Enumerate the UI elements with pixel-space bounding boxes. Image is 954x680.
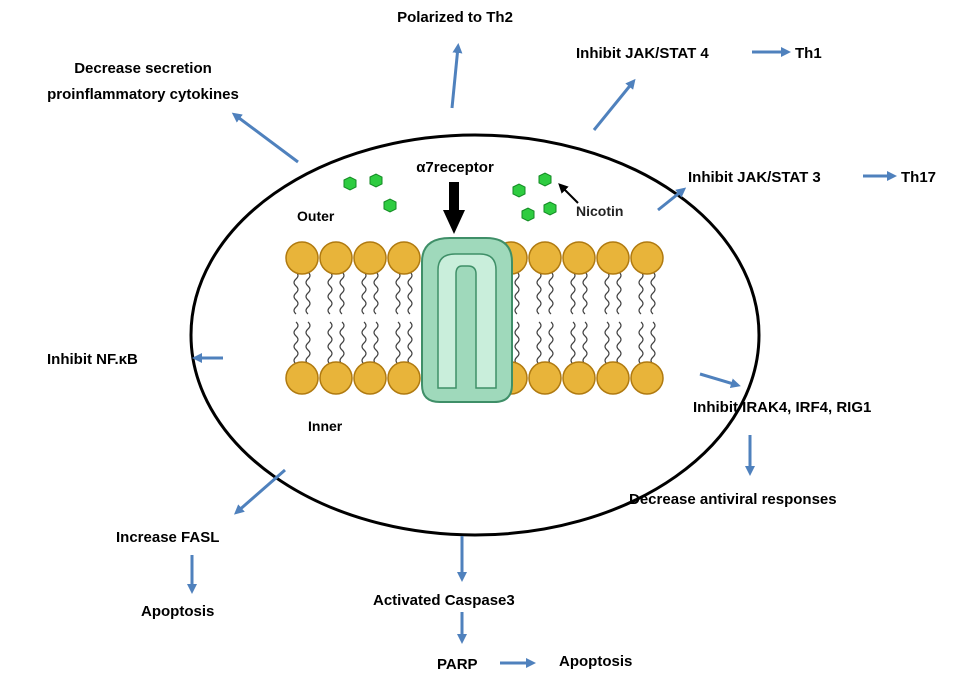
lipid-head	[630, 241, 664, 275]
lipid-tail	[361, 321, 367, 365]
lipid-head	[285, 361, 319, 395]
nicotine-label: Nicotin	[576, 203, 623, 219]
receptor-down-arrow	[443, 182, 465, 234]
arrow-to-jak-stat3	[657, 187, 687, 212]
lipid-tail	[570, 321, 576, 365]
fasl-label: Increase FASL	[116, 529, 219, 546]
nicotine-molecule	[521, 207, 535, 222]
arrow-to-irak	[699, 372, 741, 389]
lipid-tail	[395, 271, 401, 315]
lipid-tail	[650, 321, 656, 365]
receptor-label: α7receptor	[416, 159, 494, 176]
lipid-tail	[582, 321, 588, 365]
nfkb-label: Inhibit NF.κB	[47, 351, 138, 368]
antiviral-label: Decrease antiviral responses	[629, 491, 837, 508]
apoptosis-left-label: Apoptosis	[141, 603, 214, 620]
apoptosis-bottom-label: Apoptosis	[559, 653, 632, 670]
jak-stat4-label: Inhibit JAK/STAT 4	[576, 45, 709, 62]
lipid-head	[319, 241, 353, 275]
lipid-head	[630, 361, 664, 395]
nicotine-pointer-arrow	[558, 183, 579, 204]
arrow-to-jak-stat4	[592, 78, 636, 131]
arrow-to-decrease-secretion	[231, 112, 299, 164]
lipid-tail	[305, 321, 311, 365]
lipid-head	[528, 241, 562, 275]
lipid-tail	[407, 321, 413, 365]
lipid-head	[596, 361, 630, 395]
irak-label: Inhibit IRAK4, IRF4, RIG1	[693, 399, 871, 416]
lipid-tail	[638, 321, 644, 365]
arrow-to-fasl	[233, 468, 286, 515]
lipid-head	[562, 361, 596, 395]
lipid-head	[387, 361, 421, 395]
lipid-tail	[514, 271, 520, 315]
lipid-tail	[373, 321, 379, 365]
nicotine-molecule	[343, 176, 357, 191]
lipid-tail	[548, 271, 554, 315]
lipid-head	[528, 361, 562, 395]
alpha7-receptor-channel	[421, 237, 513, 403]
lipid-tail	[514, 321, 520, 365]
lipid-head	[353, 361, 387, 395]
outer-label: Outer	[297, 208, 335, 224]
lipid-tail	[327, 271, 333, 315]
nicotine-molecule	[512, 183, 526, 198]
lipid-tail	[548, 321, 554, 365]
caspase-label: Activated Caspase3	[373, 592, 515, 609]
nicotine-molecules	[343, 172, 557, 222]
lipid-tail	[616, 321, 622, 365]
arrow-to-polarized	[450, 43, 463, 109]
polarized-label: Polarized to Th2	[397, 9, 513, 26]
lipid-head	[562, 241, 596, 275]
lipid-tail	[305, 271, 311, 315]
nicotine-molecule	[369, 173, 383, 188]
nicotine-molecule	[543, 201, 557, 216]
lipid-head	[285, 241, 319, 275]
decrease-secretion-label-2: proinflammatory cytokines	[47, 86, 239, 103]
lipid-tail	[604, 271, 610, 315]
decrease-secretion-label-1: Decrease secretion	[74, 60, 212, 77]
lipid-tail	[582, 271, 588, 315]
lipid-head	[319, 361, 353, 395]
lipid-tail	[339, 321, 345, 365]
lipid-tail	[616, 271, 622, 315]
lipid-tail	[395, 321, 401, 365]
th1-label: Th1	[795, 45, 822, 62]
lipid-tail	[293, 321, 299, 365]
lipid-head	[353, 241, 387, 275]
jak-stat3-label: Inhibit JAK/STAT 3	[688, 169, 821, 186]
lipid-tail	[327, 321, 333, 365]
lipid-tail	[604, 321, 610, 365]
lipid-head	[387, 241, 421, 275]
lipid-head	[596, 241, 630, 275]
parp-label: PARP	[437, 656, 478, 673]
lipid-tail	[638, 271, 644, 315]
inner-label: Inner	[308, 418, 343, 434]
nicotine-molecule	[538, 172, 552, 187]
lipid-tail	[361, 271, 367, 315]
lipid-tail	[536, 321, 542, 365]
nicotine-molecule	[383, 198, 397, 213]
th17-label: Th17	[901, 169, 936, 186]
lipid-tails	[293, 271, 656, 365]
lipid-tail	[407, 271, 413, 315]
lipid-tail	[293, 271, 299, 315]
lipid-tail	[373, 271, 379, 315]
lipid-tail	[339, 271, 345, 315]
lipid-tail	[570, 271, 576, 315]
lipid-tail	[536, 271, 542, 315]
lipid-tail	[650, 271, 656, 315]
